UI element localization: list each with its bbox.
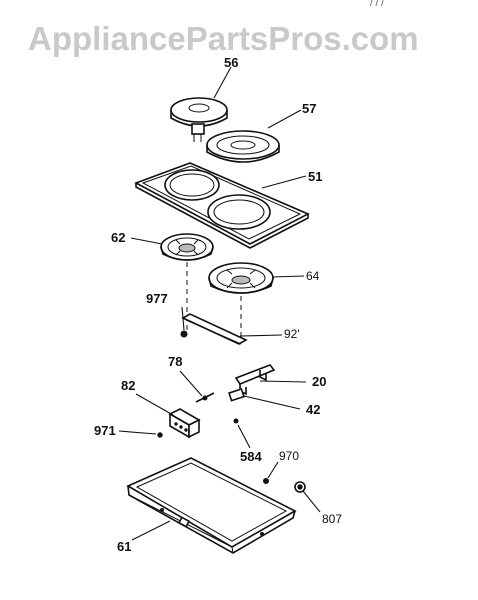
label-977: 977 xyxy=(146,291,168,306)
part-62-small-drip-bowl[interactable] xyxy=(160,233,214,261)
part-61-bottom-pan[interactable] xyxy=(126,457,297,554)
label-42: 42 xyxy=(306,402,320,417)
label-62: 62 xyxy=(111,230,125,245)
label-807: 807 xyxy=(322,512,342,526)
part-57-large-surface-element[interactable] xyxy=(206,130,280,163)
label-61: 61 xyxy=(117,539,131,554)
part-64-large-drip-bowl[interactable] xyxy=(208,262,274,294)
part-92-bracket[interactable] xyxy=(181,313,248,345)
label-20: 20 xyxy=(312,374,326,389)
label-51: 51 xyxy=(308,169,322,184)
label-970: 970 xyxy=(279,449,299,463)
part-51-cooktop-frame[interactable] xyxy=(134,162,310,249)
label-971: 971 xyxy=(94,423,116,438)
label-92: 92' xyxy=(284,327,300,341)
watermark-text: AppliancePartsPros.com xyxy=(28,20,419,57)
part-971-screw[interactable] xyxy=(157,432,163,438)
callout-labels: 56 57 51 62 64 977 92' 78 20 82 42 971 5… xyxy=(94,55,342,554)
part-78-connector[interactable] xyxy=(195,392,215,403)
part-584-screw[interactable] xyxy=(233,418,239,424)
label-584: 584 xyxy=(240,449,262,464)
part-970-screw[interactable] xyxy=(263,478,269,484)
part-82-terminal-block[interactable] xyxy=(168,408,201,439)
label-57: 57 xyxy=(302,101,316,116)
part-807-fastener[interactable] xyxy=(294,481,306,493)
part-42-block[interactable] xyxy=(228,388,245,402)
corner-mark: / / / xyxy=(370,0,384,9)
leader-lines xyxy=(118,66,321,541)
part-977-screw[interactable] xyxy=(180,330,188,338)
label-78: 78 xyxy=(168,354,182,369)
label-56: 56 xyxy=(224,55,238,70)
label-64: 64 xyxy=(306,269,320,283)
label-82: 82 xyxy=(121,378,135,393)
part-56-small-surface-element[interactable] xyxy=(170,97,228,142)
